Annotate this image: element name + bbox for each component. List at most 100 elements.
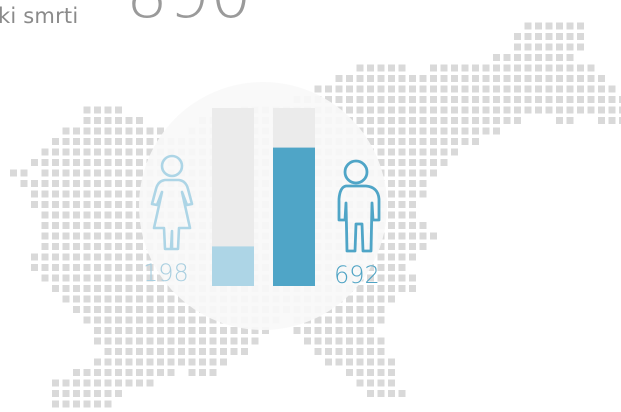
map-dot [472, 138, 479, 145]
map-dot [241, 327, 248, 334]
map-dot [125, 295, 133, 303]
map-dot [31, 180, 38, 187]
map-dot [388, 379, 395, 387]
map-dot [73, 253, 80, 261]
map-dot [146, 274, 154, 282]
map-dot [556, 43, 563, 51]
map-dot [493, 64, 500, 72]
map-dot [419, 138, 427, 145]
map-dot [136, 264, 143, 271]
map-dot [94, 369, 101, 376]
map-dot [514, 117, 521, 124]
map-dot [125, 253, 133, 261]
map-dot [136, 180, 143, 187]
map-dot [125, 127, 133, 135]
map-dot [535, 96, 542, 103]
map-dot [136, 306, 143, 313]
map-dot [94, 117, 101, 124]
map-dot [125, 369, 133, 376]
map-dot [31, 190, 38, 198]
map-dot [136, 159, 143, 166]
map-dot [62, 232, 70, 240]
map-dot [514, 75, 521, 82]
map-dot [514, 43, 521, 51]
map-dot [52, 274, 59, 282]
map-dot [451, 96, 458, 103]
map-dot [367, 369, 374, 376]
map-dot [472, 106, 479, 114]
map-dot [409, 232, 416, 240]
map-dot [220, 337, 227, 345]
map-dot [136, 148, 143, 156]
map-dot [566, 106, 574, 114]
map-dot [367, 85, 374, 93]
map-dot [398, 243, 406, 250]
map-dot [136, 327, 143, 334]
map-dot [398, 253, 406, 261]
map-dot [104, 222, 112, 229]
map-dot [325, 85, 332, 93]
map-dot [125, 169, 133, 177]
map-dot [94, 222, 101, 229]
map-dot [535, 22, 542, 30]
map-dot [136, 127, 143, 135]
map-dot [94, 306, 101, 313]
map-dot [587, 64, 595, 72]
map-dot [136, 295, 143, 303]
map-dot [388, 390, 395, 397]
map-dot [94, 295, 101, 303]
map-dot [125, 159, 133, 166]
map-dot [419, 75, 427, 82]
map-dot [535, 106, 542, 114]
female-figure-icon [150, 154, 194, 251]
map-dot [335, 327, 343, 334]
map-dot [94, 148, 101, 156]
header-label: ki smrti [0, 4, 79, 28]
map-dot [577, 22, 584, 30]
map-dot [409, 222, 416, 229]
map-dot [83, 211, 91, 219]
map-dot [482, 106, 490, 114]
map-dot [157, 348, 164, 355]
header-total-value: 890 [126, 0, 252, 33]
map-dot [577, 43, 584, 51]
map-dot [199, 316, 206, 324]
map-dot [41, 180, 49, 187]
map-dot [472, 117, 479, 124]
map-dot [524, 85, 532, 93]
map-dot [545, 22, 553, 30]
map-dot [398, 138, 406, 145]
map-dot [524, 33, 532, 40]
map-dot [146, 306, 154, 313]
map-dot [367, 127, 374, 135]
map-dot [493, 127, 500, 135]
map-dot [41, 169, 49, 177]
map-dot [377, 295, 385, 303]
map-dot [104, 232, 112, 240]
map-dot [52, 253, 59, 261]
map-dot [31, 253, 38, 261]
map-dot [524, 75, 532, 82]
map-dot [566, 96, 574, 103]
map-dot [146, 285, 154, 292]
map-dot [598, 85, 605, 93]
map-dot [115, 390, 122, 397]
map-dot [398, 201, 406, 208]
map-dot [409, 285, 416, 292]
map-dot [451, 85, 458, 93]
map-dot [104, 243, 112, 250]
map-dot [136, 358, 143, 366]
map-dot [430, 106, 437, 114]
map-dot [388, 253, 395, 261]
map-dot [419, 159, 427, 166]
map-dot [472, 64, 479, 72]
map-dot [104, 264, 112, 271]
map-dot [377, 75, 385, 82]
map-dot [115, 222, 122, 229]
map-dot [73, 138, 80, 145]
map-dot [556, 75, 563, 82]
map-dot [545, 96, 553, 103]
map-dot [482, 85, 490, 93]
map-dot [94, 379, 101, 387]
map-dot [346, 106, 353, 114]
